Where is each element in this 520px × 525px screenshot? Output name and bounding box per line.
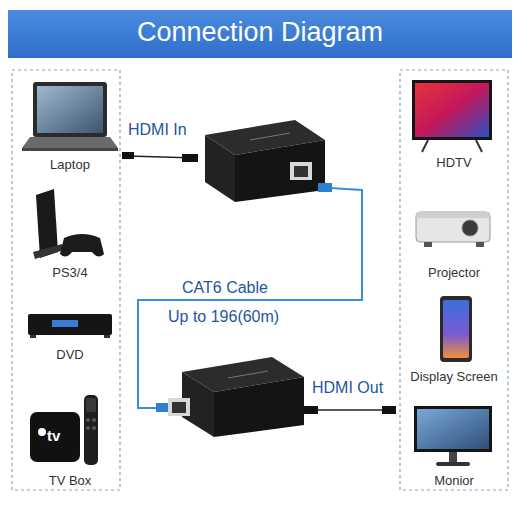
- device-node: Projector: [402, 200, 506, 280]
- device-node: TV Box: [20, 390, 120, 488]
- dvd-player: [28, 314, 112, 335]
- device-node: HDTV: [402, 76, 506, 170]
- console-stand: [33, 244, 64, 259]
- tablet-screen: [443, 300, 469, 358]
- laptop-screen: [37, 86, 103, 133]
- rj45-plug: [156, 403, 170, 412]
- remote-button: [92, 426, 96, 430]
- projector-lens: [462, 220, 478, 236]
- cable-label: CAT6 Cable: [182, 278, 268, 298]
- dvd-foot: [30, 335, 36, 338]
- diagram-title: Connection Diagram: [8, 12, 512, 52]
- remote-button: [86, 426, 90, 430]
- dvd-display: [52, 320, 78, 327]
- port-label: HDMI Out: [312, 378, 383, 398]
- device-caption: HDTV: [402, 155, 506, 170]
- device-node: PS3/4: [20, 185, 120, 280]
- transmitter-side: [205, 135, 235, 202]
- hdmi-cable: [306, 409, 392, 411]
- title-banner: [8, 10, 512, 58]
- device-node: Monior: [402, 400, 506, 488]
- tablet-frame: [440, 296, 472, 362]
- transmitter-front: [235, 140, 325, 202]
- rj45-socket: [294, 166, 308, 177]
- remote-button: [86, 418, 90, 422]
- device-caption: Projector: [402, 265, 506, 280]
- tv-box-logo: [38, 428, 46, 436]
- rj45-socket: [172, 402, 186, 413]
- hdmi-plug: [304, 406, 318, 414]
- port-label: HDMI In: [128, 120, 187, 140]
- projector-top: [416, 212, 490, 218]
- printed-marking: [228, 371, 268, 378]
- tv-screen: [415, 83, 489, 137]
- receiver-front: [214, 377, 304, 437]
- laptop-lid: [33, 82, 107, 137]
- monitor-frame: [414, 406, 492, 452]
- device-caption: DVD: [20, 347, 120, 362]
- projector-foot: [424, 242, 432, 247]
- device-caption: Laptop: [20, 157, 120, 172]
- device-caption: PS3/4: [20, 265, 120, 280]
- controller: [60, 234, 104, 257]
- device-node: Laptop: [20, 78, 120, 172]
- cat6-cable: [138, 188, 362, 408]
- monitor-base: [436, 462, 470, 466]
- device-node: Display Screen: [402, 290, 506, 384]
- remote-control: [84, 395, 98, 465]
- device-node: DVD: [20, 305, 120, 362]
- monitor-stand: [449, 452, 457, 462]
- source-panel: [12, 70, 120, 490]
- rj45-port: [168, 398, 190, 416]
- printed-marking: [250, 133, 290, 140]
- remote-touchpad: [86, 398, 96, 412]
- laptop-base: [22, 137, 118, 148]
- device-caption: Display Screen: [402, 369, 506, 384]
- cable-length: Up to 196(60m): [168, 307, 279, 327]
- device-caption: Monior: [402, 473, 506, 488]
- projector-foot: [476, 242, 484, 247]
- tv-box-body: [30, 412, 80, 462]
- logo-text: tv: [47, 426, 60, 446]
- dvd-foot: [104, 335, 110, 338]
- rj45-plug: [318, 183, 332, 192]
- rj45-port: [290, 162, 312, 180]
- hdmi-plug: [382, 406, 396, 414]
- laptop-edge: [22, 148, 118, 151]
- hdmi-plug: [182, 154, 198, 162]
- device-caption: TV Box: [20, 473, 120, 488]
- tv-leg: [422, 140, 428, 152]
- display-panel: [400, 70, 508, 490]
- monitor-screen: [417, 409, 489, 449]
- remote-button: [92, 418, 96, 422]
- hdmi-plug: [122, 152, 134, 159]
- tv-frame: [412, 80, 492, 140]
- tv-leg: [476, 140, 482, 152]
- projector-body: [416, 212, 490, 242]
